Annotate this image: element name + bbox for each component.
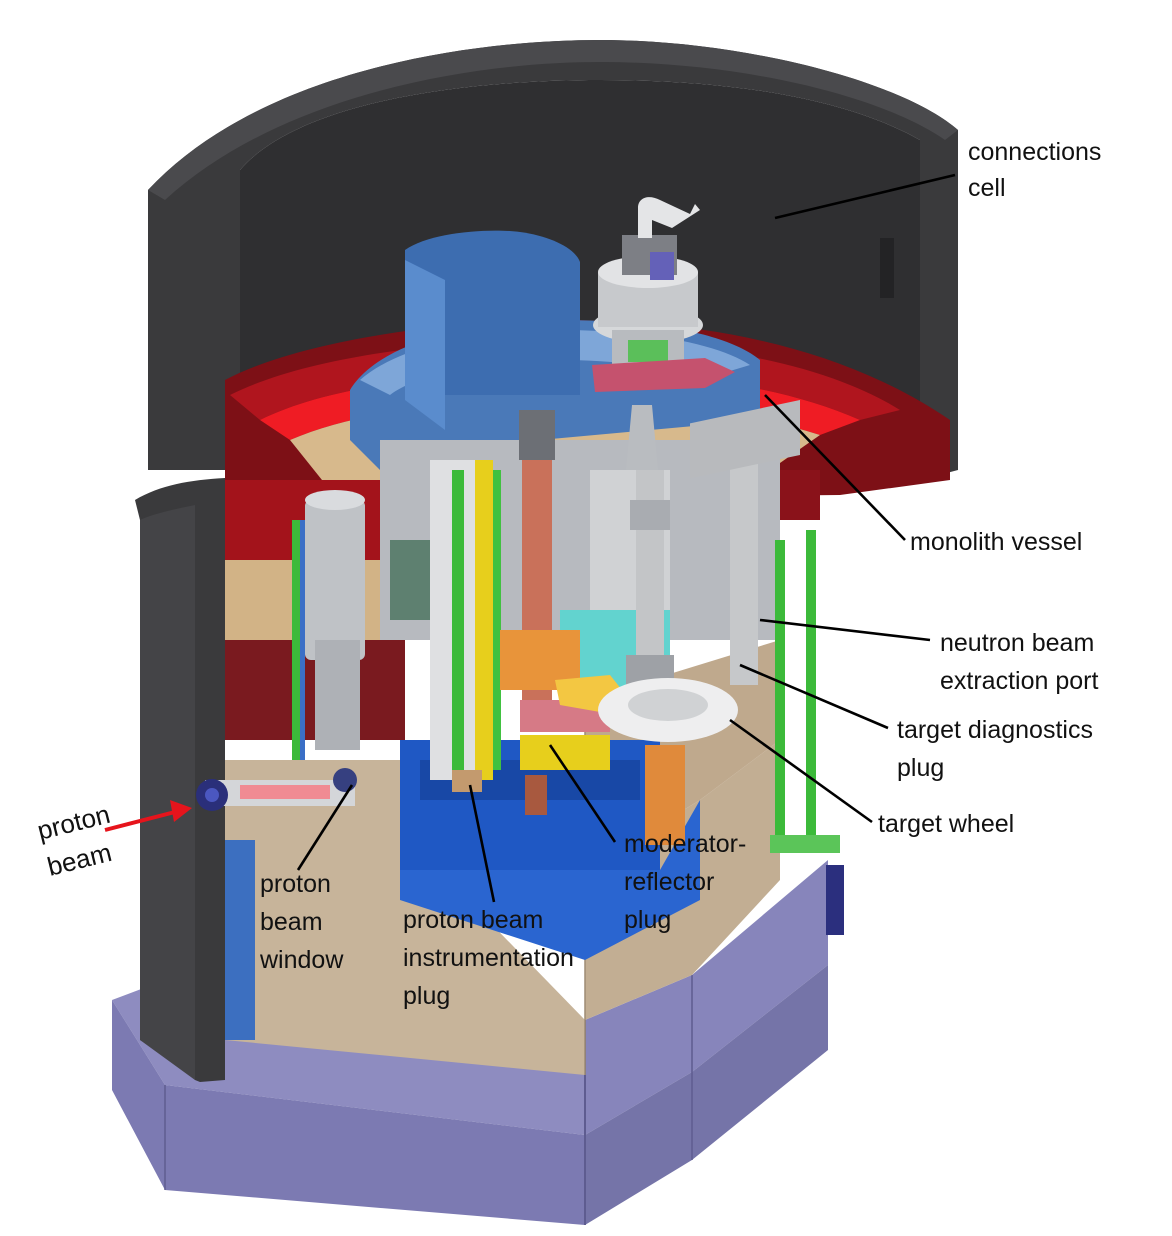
vessel-blue-core-lower bbox=[400, 800, 700, 960]
target-shaft-taper bbox=[626, 405, 658, 470]
label-target-wheel: target wheel bbox=[878, 810, 1014, 838]
proton-beam-window-assembly bbox=[196, 490, 365, 811]
cell-slot bbox=[880, 238, 894, 298]
interior-blue-frame bbox=[225, 840, 255, 1040]
label-moderator-plug-line3: plug bbox=[624, 906, 671, 934]
copper-plug-tip bbox=[525, 775, 547, 815]
label-connections-cell-line2: cell bbox=[968, 174, 1006, 202]
label-diagnostics-plug-line2: plug bbox=[897, 754, 944, 782]
label-instrumentation-plug-line1: proton beam bbox=[403, 906, 543, 934]
label-neutron-port-line2: extraction port bbox=[940, 667, 1098, 695]
label-instrumentation-plug-line3: plug bbox=[403, 982, 450, 1010]
pbw-beam-tube-glow bbox=[240, 785, 330, 799]
label-beam-window-line3: window bbox=[259, 946, 344, 974]
leader-neutron-port bbox=[759, 618, 931, 642]
label-proton-beam-line2: beam bbox=[44, 837, 114, 882]
proton-beam-instrumentation-plug-assembly bbox=[430, 460, 501, 792]
label-monolith-vessel: monolith vessel bbox=[910, 528, 1082, 556]
copper-tube-top bbox=[519, 410, 555, 460]
base-lower-band bbox=[112, 1000, 585, 1225]
label-instrumentation-plug-line2: instrumentation bbox=[403, 944, 574, 972]
target-shaft-collar bbox=[630, 500, 670, 530]
label-beam-window-line1: proton bbox=[260, 870, 331, 898]
pbip-column-yellow bbox=[475, 460, 493, 780]
frame-base bbox=[770, 835, 840, 853]
leader-beam-window bbox=[296, 784, 354, 871]
interior-beige-left bbox=[225, 760, 585, 1075]
frame-post-right bbox=[806, 530, 816, 850]
label-diagnostics-plug-line1: target diagnostics bbox=[897, 716, 1093, 744]
pbip-column-base bbox=[452, 770, 482, 792]
moderator-drive-assembly bbox=[500, 410, 685, 845]
proton-beam-arrow bbox=[104, 800, 192, 832]
beam-arrow-head bbox=[170, 800, 192, 822]
target-wheel-inner bbox=[628, 689, 708, 721]
drive-motor-box bbox=[650, 252, 674, 280]
leader-diagnostics-plug bbox=[739, 663, 889, 730]
pbw-shaft-upper bbox=[305, 500, 365, 660]
drive-red-frame bbox=[592, 358, 735, 392]
pbw-shaft-cap bbox=[305, 490, 365, 510]
frame-post-left bbox=[775, 540, 785, 850]
frame-cylinder bbox=[826, 865, 844, 935]
extraction-port bbox=[690, 399, 800, 479]
pbw-flange-hub bbox=[205, 788, 219, 802]
pbip-column-green-2 bbox=[493, 470, 501, 770]
leader-lines bbox=[296, 173, 956, 903]
label-moderator-plug-line2: reflector bbox=[624, 868, 714, 896]
lower-wall-face bbox=[140, 505, 195, 1080]
right-support-frame bbox=[770, 530, 844, 935]
label-beam-window-line2: beam bbox=[260, 908, 323, 936]
orange-reflector bbox=[645, 745, 685, 845]
target-drive-assembly bbox=[592, 197, 800, 742]
label-moderator-plug-line1: moderator- bbox=[624, 830, 746, 858]
leader-instrumentation-plug bbox=[468, 784, 496, 903]
base-right-face bbox=[585, 860, 828, 1135]
pbip-column-green bbox=[452, 470, 464, 770]
pbw-green-rail bbox=[292, 520, 300, 760]
labels: connections cell monolith vessel neutron… bbox=[34, 138, 1101, 1010]
base-lower-band-right bbox=[585, 965, 828, 1225]
vessel-upper-shield-face bbox=[405, 260, 445, 430]
label-neutron-port-line1: neutron beam bbox=[940, 629, 1094, 657]
yellow-reflector bbox=[520, 735, 610, 770]
pbw-blue-rail bbox=[300, 520, 305, 760]
pbw-shaft-lower bbox=[315, 640, 360, 750]
upper-wall-rim bbox=[148, 40, 958, 200]
pbw-window-disc bbox=[333, 768, 357, 792]
leader-target-wheel bbox=[729, 718, 873, 824]
vessel-upper-shield bbox=[405, 230, 580, 395]
leader-monolith-vessel bbox=[764, 394, 906, 541]
beam-arrow-shaft bbox=[104, 810, 176, 832]
leader-connections-cell bbox=[774, 173, 956, 220]
label-connections-cell-line1: connections bbox=[968, 138, 1101, 166]
drive-coupling-green bbox=[628, 340, 668, 362]
leader-moderator-plug bbox=[548, 744, 617, 843]
drive-elbow-pipe bbox=[638, 197, 700, 238]
